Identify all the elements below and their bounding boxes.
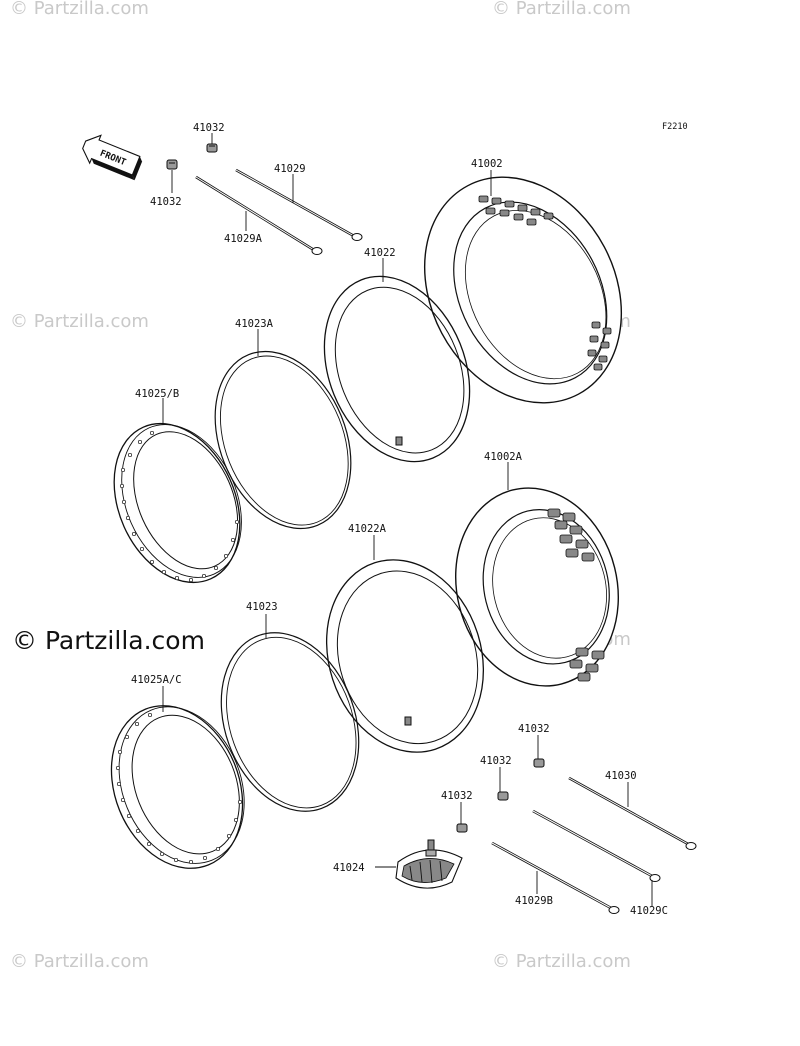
tube-valve-icon	[395, 436, 403, 446]
spoke-41030	[568, 776, 697, 850]
spoke-41029c	[532, 809, 661, 882]
label-41029c: 41029C	[630, 905, 668, 917]
rear-tire-41002a	[454, 487, 620, 687]
watermark-main: © Partzilla.com	[12, 626, 205, 655]
spoke-nipple-41032-upper-right	[206, 143, 218, 153]
spoke-nipple-41032-upper-left	[166, 159, 178, 170]
front-tube-41022	[323, 275, 471, 463]
watermark-top-right: © Partzilla.com	[492, 0, 631, 19]
label-41022: 41022	[364, 247, 396, 259]
watermark-bottom-left: © Partzilla.com	[10, 951, 149, 972]
front-rim-41025b	[113, 422, 242, 584]
label-41025ac: 41025A/C	[131, 674, 182, 686]
label-41022a: 41022A	[348, 523, 387, 535]
spoke-nipple-41032-lower-mid	[497, 791, 509, 801]
label-41023a: 41023A	[235, 318, 274, 330]
label-41023: 41023	[246, 601, 278, 613]
front-arrow-icon: FRONT	[82, 134, 143, 181]
label-41032-e: 41032	[441, 790, 473, 802]
front-tire-41002	[423, 176, 623, 404]
rim-band-41023	[220, 632, 360, 812]
rear-tire-tread-icon	[547, 508, 605, 682]
diagram-ref-code: F2210	[662, 122, 688, 132]
rim-band-41023a	[214, 350, 352, 530]
label-41002: 41002	[471, 158, 503, 170]
rear-tube-valve-icon	[404, 716, 412, 726]
label-41032-a: 41032	[193, 122, 225, 134]
label-41032-d: 41032	[480, 755, 512, 767]
rear-rim-41025ac	[110, 705, 245, 869]
label-41029: 41029	[274, 163, 306, 175]
rim-lock-41024	[395, 839, 463, 889]
label-41029a: 41029A	[224, 233, 263, 245]
label-41025b: 41025/B	[135, 388, 179, 400]
leader-lines	[162, 133, 653, 906]
watermark-bottom-right: © Partzilla.com	[492, 951, 631, 972]
spoke-41029a	[195, 175, 323, 255]
rear-tube-41022a	[325, 559, 485, 753]
label-41032-b: 41032	[150, 196, 182, 208]
spoke-41029b	[491, 841, 620, 914]
label-41002a: 41002A	[484, 451, 523, 463]
label-41030: 41030	[605, 770, 637, 782]
label-41029b: 41029B	[515, 895, 553, 907]
front-tire-tread-icon	[478, 195, 612, 371]
spoke-nipple-41032-lower-right	[533, 758, 545, 768]
label-41032-c: 41032	[518, 723, 550, 735]
rear-rim-spoke-holes	[115, 712, 243, 865]
spoke-nipple-41032-lower-left	[456, 823, 468, 833]
watermark-top-left: © Partzilla.com	[10, 0, 149, 19]
label-41024: 41024	[333, 862, 365, 874]
watermark-mid-left: © Partzilla.com	[10, 311, 149, 332]
spoke-41029	[235, 168, 363, 241]
front-rim-spoke-holes	[119, 430, 240, 583]
